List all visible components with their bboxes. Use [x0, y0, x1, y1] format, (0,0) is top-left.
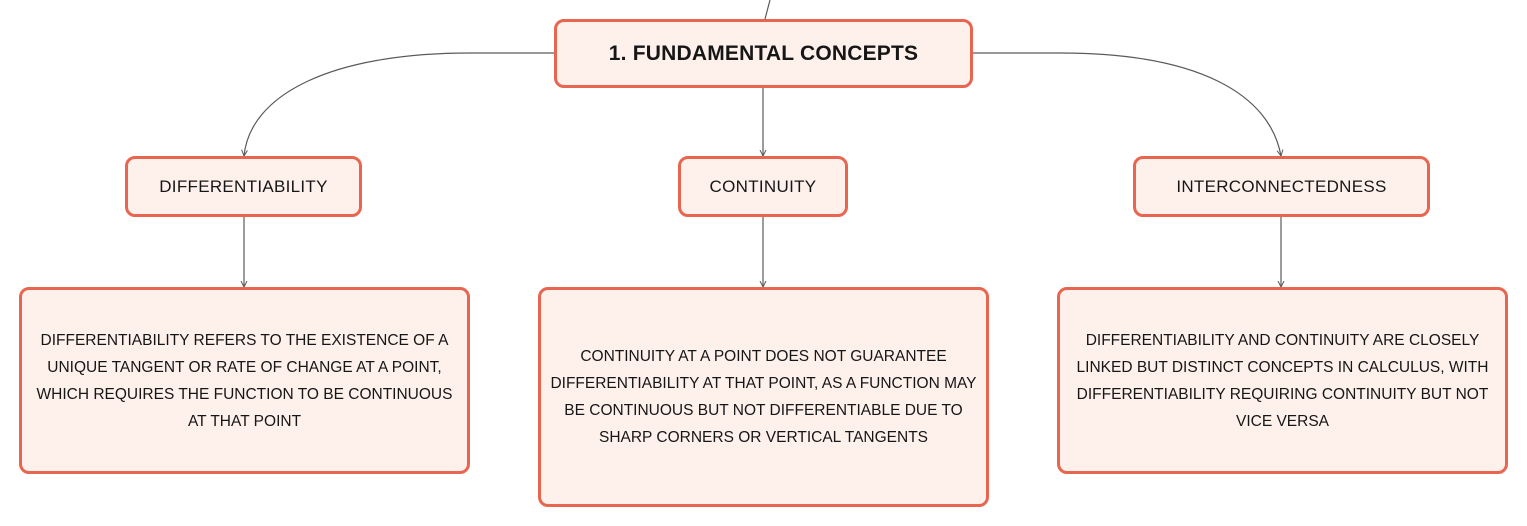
- description-text-interconnectedness: DIFFERENTIABILITY AND CONTINUITY ARE CLO…: [1076, 331, 1489, 430]
- description-node-continuity[interactable]: CONTINUITY AT A POINT DOES NOT GUARANTEE…: [538, 287, 989, 507]
- description-node-differentiability[interactable]: DIFFERENTIABILITY REFERS TO THE EXISTENC…: [19, 287, 470, 474]
- topic-node-differentiability[interactable]: DIFFERENTIABILITY: [125, 156, 362, 217]
- description-text-differentiability: DIFFERENTIABILITY REFERS TO THE EXISTENC…: [36, 331, 453, 430]
- edge-root-to-differentiability: [244, 52, 554, 156]
- topic-label-continuity: CONTINUITY: [709, 176, 817, 196]
- topic-node-interconnectedness[interactable]: INTERCONNECTEDNESS: [1133, 156, 1430, 217]
- root-topic-node[interactable]: 1. FUNDAMENTAL CONCEPTS: [554, 19, 973, 88]
- topic-node-continuity[interactable]: CONTINUITY: [678, 156, 848, 217]
- description-node-interconnectedness[interactable]: DIFFERENTIABILITY AND CONTINUITY ARE CLO…: [1057, 287, 1508, 474]
- topic-label-differentiability: DIFFERENTIABILITY: [159, 176, 328, 196]
- root-topic-label: 1. FUNDAMENTAL CONCEPTS: [608, 41, 919, 65]
- edge-parent-to-root: [764, 0, 771, 20]
- edge-root-to-interconnectedness: [973, 52, 1281, 156]
- topic-label-interconnectedness: INTERCONNECTEDNESS: [1176, 176, 1387, 196]
- description-text-continuity: CONTINUITY AT A POINT DOES NOT GUARANTEE…: [550, 348, 977, 446]
